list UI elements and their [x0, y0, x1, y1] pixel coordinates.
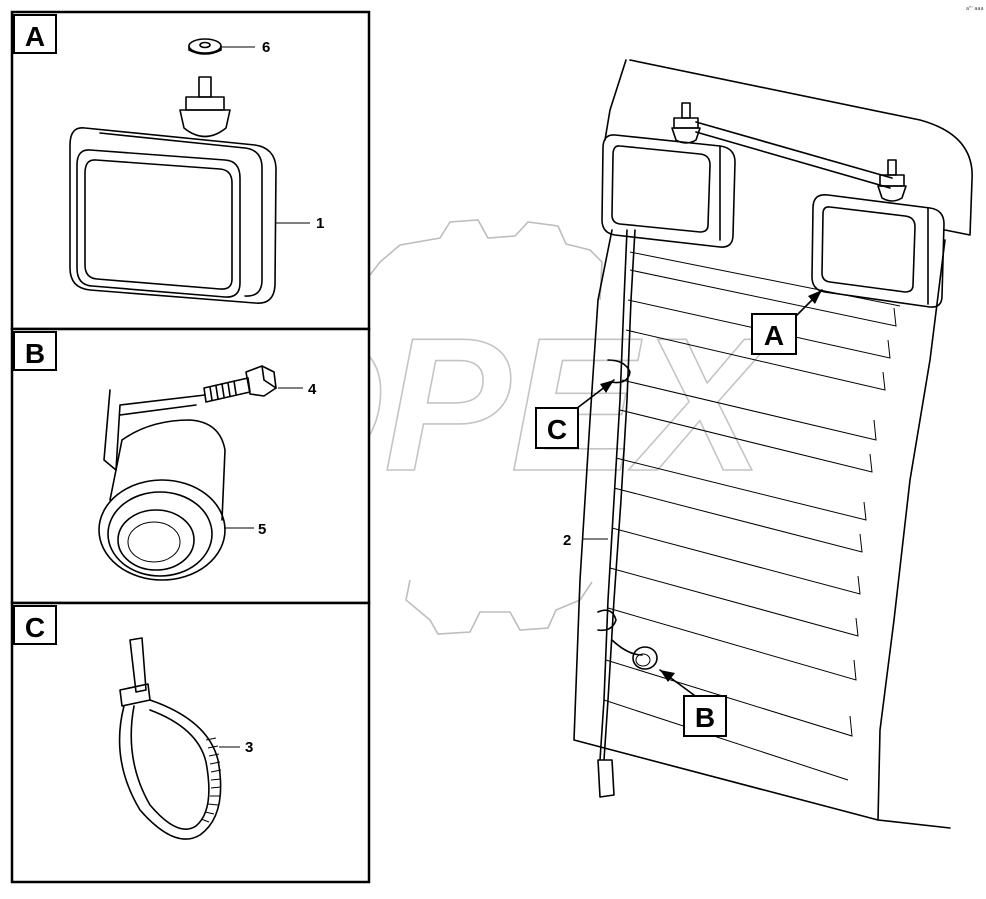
harness-tie-lower [597, 609, 617, 632]
callout-6: 6 [262, 39, 270, 56]
callout-5: 5 [258, 521, 266, 538]
callout-4: 4 [308, 381, 317, 398]
callout-3: 3 [245, 739, 253, 756]
assembly-beacon [632, 646, 658, 670]
assembly-tag-c: C [547, 414, 567, 445]
callout-1: 1 [316, 215, 324, 232]
assembly-lamp-left [601, 102, 736, 248]
assembly-view: 2 A C B [535, 59, 973, 829]
panel-b: B 4 5 [10, 327, 371, 605]
panel-b-label: B [25, 338, 45, 369]
assembly-lamp-right [811, 159, 945, 308]
assembly-tag-c-box [535, 407, 579, 449]
cab-structure [573, 59, 973, 829]
tag-b-arrowhead [660, 670, 675, 682]
harness-connector [597, 759, 615, 798]
cable-tie-part [118, 637, 222, 840]
bolt-part [203, 365, 277, 403]
panel-b-label-box [13, 331, 57, 371]
panel-c-label-box [13, 605, 57, 645]
assembly-mount-bar [695, 121, 893, 189]
callout-2: 2 [563, 532, 571, 549]
panel-c: C 3 [10, 601, 371, 884]
panel-b-frame [10, 327, 371, 605]
panel-a-label: A [25, 21, 45, 52]
beacon-lamp-part [98, 389, 226, 581]
washer-part [188, 38, 222, 55]
assembly-tag-a: A [764, 320, 784, 351]
panel-a-label-box [13, 14, 57, 54]
panel-c-frame [10, 601, 371, 884]
assembly-tag-b: B [695, 702, 715, 733]
harness-tie-upper [607, 359, 631, 384]
corner-mark: a"' aaa [966, 6, 984, 12]
work-lamp-part [69, 76, 277, 304]
panel-a: A 6 1 [10, 10, 371, 331]
panel-c-label: C [25, 612, 45, 643]
assembly-tag-b-box [683, 695, 727, 737]
wiring-harness [599, 229, 636, 761]
tag-c-arrowhead [600, 380, 614, 393]
tag-a-arrowhead [808, 290, 822, 304]
panel-a-frame [10, 10, 371, 331]
cab-louvers [603, 251, 901, 781]
beacon-lead [611, 639, 643, 656]
assembly-tag-a-box [751, 313, 797, 355]
